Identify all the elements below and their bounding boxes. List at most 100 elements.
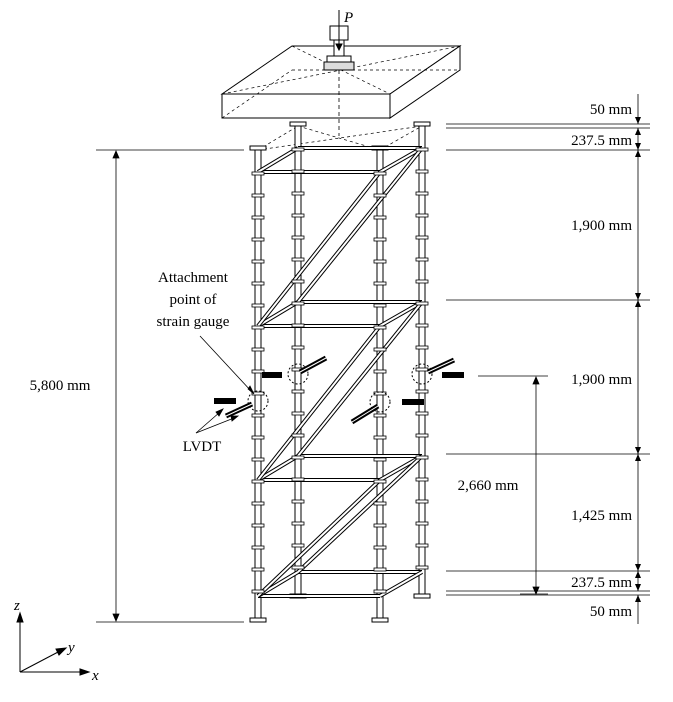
rosette-coupler — [291, 301, 305, 306]
rosette-coupler — [291, 477, 305, 482]
rosette-coupler — [291, 455, 305, 460]
rosette-coupler — [415, 213, 429, 218]
rosette-coupler — [291, 565, 305, 570]
ledger-inner-1 — [379, 147, 423, 173]
attachment-label-line1: Attachment — [158, 270, 229, 286]
rosette-coupler — [415, 279, 429, 284]
rosette-coupler — [373, 325, 387, 330]
rosette-coupler — [291, 499, 305, 504]
rosette-coupler — [373, 545, 387, 550]
gauge-circle-1 — [287, 363, 309, 385]
dimension-right-extension-lines — [446, 94, 650, 624]
rosette-coupler — [373, 347, 387, 352]
rosette-coupler — [251, 215, 265, 220]
rosette-coupler — [291, 169, 305, 174]
coordinate-axes — [16, 611, 91, 676]
rosette-coupler — [291, 191, 305, 196]
rosette-coupler — [373, 193, 387, 198]
scaffold-braces — [256, 146, 424, 598]
rosette-coupler — [415, 257, 429, 262]
rosette-coupler — [291, 279, 305, 284]
rosette-coupler — [251, 193, 265, 198]
rosette-coupler — [373, 237, 387, 242]
rosette-coupler — [373, 523, 387, 528]
diagonal-brace-inner-1 — [257, 171, 381, 327]
rosette-coupler — [415, 301, 429, 306]
rosette-coupler — [415, 147, 429, 152]
ledger-inner-4 — [379, 571, 423, 597]
rosette-coupler — [251, 369, 265, 374]
rosette-coupler — [251, 523, 265, 528]
rosette-coupler — [291, 323, 305, 328]
load-label: P — [343, 10, 353, 26]
column-top-plate-1 — [249, 145, 267, 151]
rosette-coupler — [291, 235, 305, 240]
rosette-coupler — [291, 389, 305, 394]
column-base-plate-4 — [413, 593, 431, 599]
rosette-coupler — [373, 215, 387, 220]
rosette-coupler — [291, 147, 305, 152]
dimension-right-5: 1,425 mm — [571, 508, 632, 524]
rosette-coupler — [415, 565, 429, 570]
rosette-coupler — [251, 259, 265, 264]
lvdt-sensors — [214, 355, 464, 425]
attachment-label-line2: point of — [169, 292, 216, 308]
rosette-coupler — [415, 521, 429, 526]
annotation-leaders — [195, 335, 255, 434]
rosette-coupler — [415, 499, 429, 504]
rosette-coupler — [373, 171, 387, 176]
dimension-right-4: 1,900 mm — [571, 372, 632, 388]
axis-x-label: x — [91, 668, 99, 684]
rosette-coupler — [251, 545, 265, 550]
rosette-coupler — [291, 345, 305, 350]
axis-z-label: z — [13, 598, 20, 614]
rosette-coupler — [251, 501, 265, 506]
rosette-coupler — [373, 479, 387, 484]
rosette-coupler — [251, 413, 265, 418]
rosette-coupler — [415, 367, 429, 372]
dimension-right-7: 50 mm — [590, 604, 632, 620]
rosette-coupler — [373, 369, 387, 374]
scaffold-ledgers — [256, 146, 423, 598]
lvdt-label: LVDT — [183, 439, 222, 455]
rosette-coupler — [373, 457, 387, 462]
column-top-plate-2 — [289, 121, 307, 127]
rosette-coupler — [291, 257, 305, 262]
rosette-coupler — [415, 323, 429, 328]
dimension-right-3: 1,900 mm — [571, 218, 632, 234]
rosette-coupler — [373, 413, 387, 418]
diagonal-brace-inner-4 — [297, 301, 423, 457]
rosette-coupler — [415, 235, 429, 240]
rosette-coupler — [415, 191, 429, 196]
ledger-inner-2 — [257, 301, 299, 327]
rosette-coupler — [373, 567, 387, 572]
rosette-coupler — [415, 389, 429, 394]
column-top-plate-4 — [413, 121, 431, 127]
rosette-coupler — [251, 171, 265, 176]
rosette-coupler — [373, 589, 387, 594]
rosette-coupler — [251, 281, 265, 286]
ledger-inner-2 — [379, 301, 423, 327]
rosette-coupler — [291, 521, 305, 526]
rosette-coupler — [291, 433, 305, 438]
gauge-circle-2 — [411, 363, 433, 385]
scaffold-couplers — [251, 147, 429, 594]
rosette-coupler — [251, 347, 265, 352]
attachment-label-line3: strain gauge — [157, 314, 230, 330]
rosette-coupler — [415, 411, 429, 416]
rosette-coupler — [373, 501, 387, 506]
rosette-coupler — [251, 567, 265, 572]
rosette-coupler — [291, 411, 305, 416]
rosette-coupler — [291, 543, 305, 548]
diagonal-brace-inner-3 — [257, 325, 381, 481]
ledger-inner-3 — [257, 455, 299, 481]
diagonal-brace-inner-6 — [297, 455, 423, 573]
dimension-right-2: 237.5 mm — [571, 133, 632, 149]
rosette-coupler — [373, 281, 387, 286]
axis-y-label: y — [66, 640, 75, 656]
load-arrow — [335, 10, 343, 52]
gauge-circle-3 — [247, 390, 269, 412]
rosette-coupler — [415, 455, 429, 460]
rosette-coupler — [251, 479, 265, 484]
